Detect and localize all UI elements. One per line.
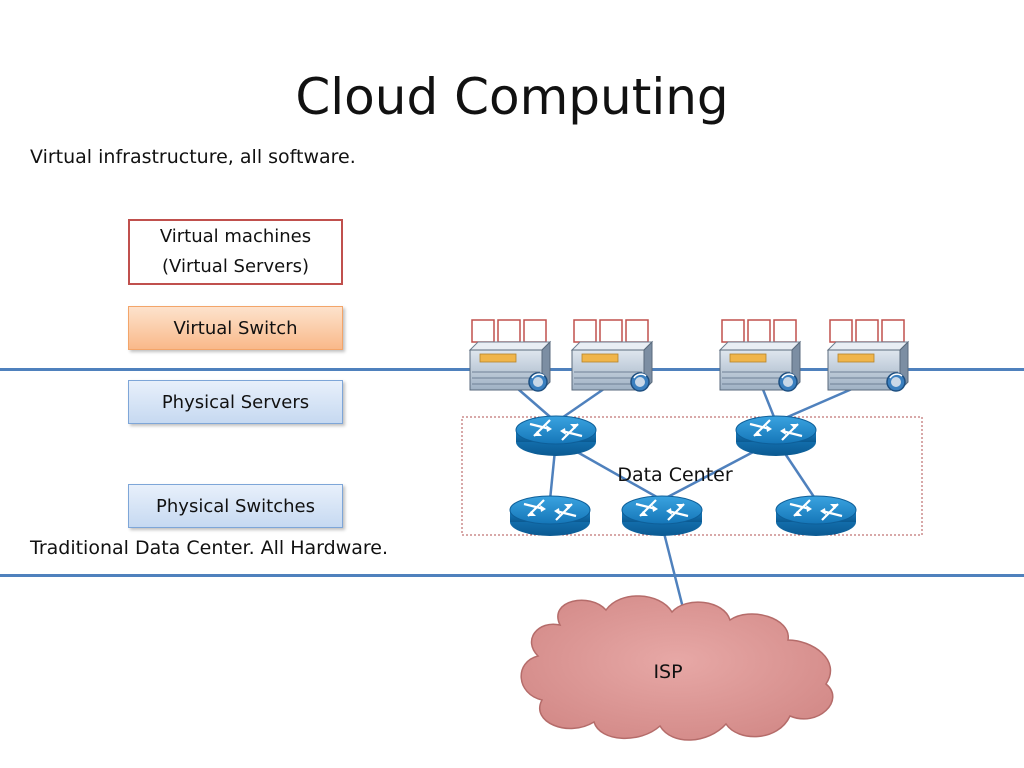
router-icon-bottom-center: [620, 494, 704, 538]
legend-physical-switches: Physical Switches: [128, 484, 343, 528]
server-icon-1: [469, 341, 551, 392]
legend-virtual-machines: Virtual machines (Virtual Servers): [128, 219, 343, 285]
legend-virtual-machines-line1: Virtual machines: [159, 226, 312, 247]
server-icon-4: [827, 341, 909, 392]
lower-divider-line: [0, 574, 1024, 577]
server-icon-2: [571, 341, 653, 392]
router-icon-top-left: [514, 414, 598, 458]
legend-virtual-switch: Virtual Switch: [128, 306, 343, 350]
legend-physical-servers: Physical Servers: [128, 380, 343, 424]
legend-virtual-machines-line2: (Virtual Servers): [162, 256, 309, 277]
isp-label: ISP: [653, 661, 682, 683]
router-icon-bottom-left: [508, 494, 592, 538]
router-icon-top-right: [734, 414, 818, 458]
data-center-label: Data Center: [617, 464, 733, 486]
server-icon-3: [719, 341, 801, 392]
data-center-boundary: [461, 416, 923, 536]
isp-cloud-icon: [520, 595, 834, 741]
router-icon-bottom-right: [774, 494, 858, 538]
slide-subtitle: Virtual infrastructure, all software.: [30, 146, 356, 168]
slide-title: Cloud Computing: [295, 68, 729, 126]
bottom-note: Traditional Data Center. All Hardware.: [30, 537, 389, 559]
